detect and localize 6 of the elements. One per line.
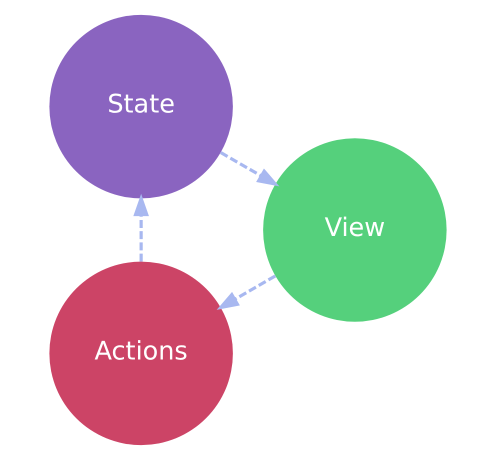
node-circle: View — [262, 138, 446, 322]
node-circle: Actions — [48, 262, 232, 446]
arrow — [219, 151, 279, 186]
node-circle: State — [48, 14, 232, 198]
arrow — [216, 274, 276, 310]
arrow — [132, 194, 148, 262]
